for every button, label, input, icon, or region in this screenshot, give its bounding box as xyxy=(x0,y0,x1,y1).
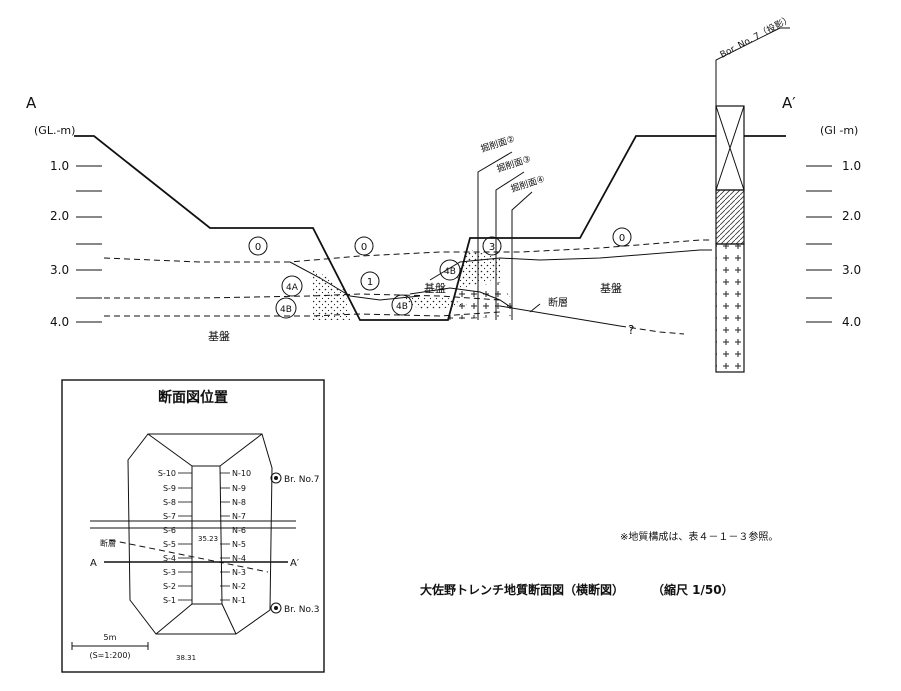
unit-label-4b-right: 4B xyxy=(439,259,461,281)
depth-tick-label: 1.0 xyxy=(50,159,69,173)
depth-tick-label: 4.0 xyxy=(842,315,861,329)
fault-leader xyxy=(529,303,541,313)
unit-label-4a: 4A xyxy=(281,275,303,297)
bedrock-label: 基盤 xyxy=(208,330,230,343)
section-end-label-a: A xyxy=(26,94,37,112)
map-scale-bar: 5m (S=1:200) xyxy=(71,633,149,660)
north-row-labels: N-10 N-9 N-8 N-7 N-6 N-5 N-4 N-3 N-2 N-1 xyxy=(232,469,251,605)
location-map-frame xyxy=(61,379,325,673)
fault-label: 断層 xyxy=(548,296,568,309)
svg-text:4B: 4B xyxy=(396,302,408,312)
depth-tick-label: 3.0 xyxy=(50,263,69,277)
row-label: N-4 xyxy=(232,554,246,563)
svg-text:3: 3 xyxy=(489,242,495,253)
unit-label-4b-center: 4B xyxy=(391,294,413,316)
excavation-face-label: 掘削面④ xyxy=(509,173,546,195)
unit-label-4b-left: 4B xyxy=(275,297,297,319)
svg-text:Br. No.3: Br. No.3 xyxy=(284,605,319,615)
row-label: S-1 xyxy=(163,596,176,605)
bedrock-label: 基盤 xyxy=(600,282,622,295)
excavation-face-label: 掘削面② xyxy=(479,133,516,155)
section-end-label-a-prime: A′ xyxy=(782,94,796,112)
row-label: N-10 xyxy=(232,469,251,478)
row-label: S-7 xyxy=(163,512,176,521)
svg-text:0: 0 xyxy=(255,242,261,253)
location-map: 断面図位置 S-10 S-9 S-8 S-7 S-6 S-5 S-4 S-3 S… xyxy=(61,379,325,673)
svg-text:0: 0 xyxy=(619,233,625,244)
unit-label-0-left: 0 xyxy=(248,236,268,256)
section-line-start: A xyxy=(90,558,97,569)
depth-tick-label: 3.0 xyxy=(842,263,861,277)
boundary-line xyxy=(104,311,501,317)
borehole-label: Bor. No. 7（投影） xyxy=(718,13,794,61)
svg-text:4A: 4A xyxy=(286,283,299,293)
question-mark: ? xyxy=(628,323,634,337)
boundary-line xyxy=(103,239,712,263)
svg-text:0: 0 xyxy=(361,242,367,253)
borehole-3-marker: Br. No.3 xyxy=(270,602,319,615)
bedrock-label: 基盤 xyxy=(424,282,446,295)
south-row-labels: S-10 S-9 S-8 S-7 S-6 S-5 S-4 S-3 S-2 S-1 xyxy=(158,469,176,605)
depth-tick-label: 4.0 xyxy=(50,315,69,329)
row-label: N-7 xyxy=(232,512,246,521)
unit-label-3: 3 xyxy=(482,236,502,256)
boundary-line xyxy=(104,293,501,301)
depth-scale-right: 1.0 2.0 3.0 4.0 xyxy=(806,159,861,329)
fault-line-inferred xyxy=(619,325,685,335)
elevation-top: 35.23 xyxy=(198,535,218,543)
section-line-end: A′ xyxy=(290,558,300,569)
row-label: N-5 xyxy=(232,540,246,549)
unit-4a-fill xyxy=(313,268,350,320)
borehole-7-marker: Br. No.7 xyxy=(270,472,319,485)
svg-text:Br. No.7: Br. No.7 xyxy=(284,475,319,485)
depth-tick-label: 2.0 xyxy=(50,209,69,223)
map-fault-line xyxy=(109,539,269,573)
row-label: S-5 xyxy=(163,540,176,549)
borehole-column: Bor. No. 7（投影） xyxy=(715,13,794,373)
unit-label-0-right: 0 xyxy=(612,227,632,247)
row-label: N-9 xyxy=(232,484,246,493)
row-label: S-6 xyxy=(163,526,176,535)
row-label: N-6 xyxy=(232,526,246,535)
row-label: S-3 xyxy=(163,568,176,577)
row-label: N-8 xyxy=(232,498,246,507)
row-ticks xyxy=(178,472,230,601)
svg-text:4B: 4B xyxy=(444,267,456,277)
depth-scale-left: 1.0 2.0 3.0 4.0 xyxy=(50,159,102,329)
svg-text:5m: 5m xyxy=(104,633,117,642)
svg-text:4B: 4B xyxy=(280,305,292,315)
svg-text:(S=1:200): (S=1:200) xyxy=(89,651,130,660)
elevation-bottom: 38.31 xyxy=(176,654,196,662)
ground-surface-line xyxy=(74,135,786,321)
unit-4b-lower-fill xyxy=(400,296,470,310)
excavation-face-label: 掘削面③ xyxy=(495,153,532,175)
row-label: N-2 xyxy=(232,582,246,591)
survey-band xyxy=(90,520,296,529)
depth-tick-label: 1.0 xyxy=(842,159,861,173)
cross-section: A A′ (GL.-m) (Gl -m) 1.0 2.0 3.0 4.0 xyxy=(26,13,861,373)
row-label: N-3 xyxy=(232,568,246,577)
figure-title: 大佐野トレンチ地質断面図（横断図） xyxy=(420,582,624,597)
unit-label-0-center: 0 xyxy=(354,236,374,256)
depth-tick-label: 2.0 xyxy=(842,209,861,223)
depth-unit-right: (Gl -m) xyxy=(820,124,858,137)
fault-line xyxy=(499,305,621,327)
figure-scale: （縮尺 1/50） xyxy=(652,582,734,597)
svg-text:1: 1 xyxy=(367,277,373,288)
boundary-line xyxy=(409,287,513,309)
boundary-line xyxy=(289,261,421,301)
row-label: S-2 xyxy=(163,582,176,591)
geology-note: ※地質構成は、表４－１－３参照。 xyxy=(620,530,778,543)
boundary-line xyxy=(429,249,712,281)
row-label: S-4 xyxy=(163,554,176,563)
depth-unit-left: (GL.-m) xyxy=(34,124,75,137)
row-label: S-8 xyxy=(163,498,176,507)
map-fault-label: 断層 xyxy=(100,538,116,548)
location-map-title: 断面図位置 xyxy=(158,389,228,406)
unit-label-1: 1 xyxy=(360,271,380,291)
row-label: N-1 xyxy=(232,596,246,605)
row-label: S-10 xyxy=(158,469,176,478)
row-label: S-9 xyxy=(163,484,176,493)
